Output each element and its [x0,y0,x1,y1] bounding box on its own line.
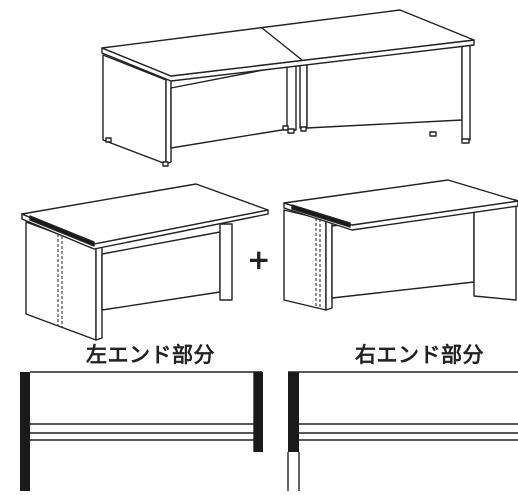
joined-desks-illustration [101,9,475,167]
right-end-desk-illustration [283,179,518,311]
left-end-label: 左エンド部分 [86,343,215,367]
right-end-detail [287,371,518,491]
left-end-detail [20,371,263,491]
left-end-desk-illustration [21,183,269,341]
right-end-label: 右エンド部分 [355,343,484,367]
plus-sign: + [247,243,271,276]
